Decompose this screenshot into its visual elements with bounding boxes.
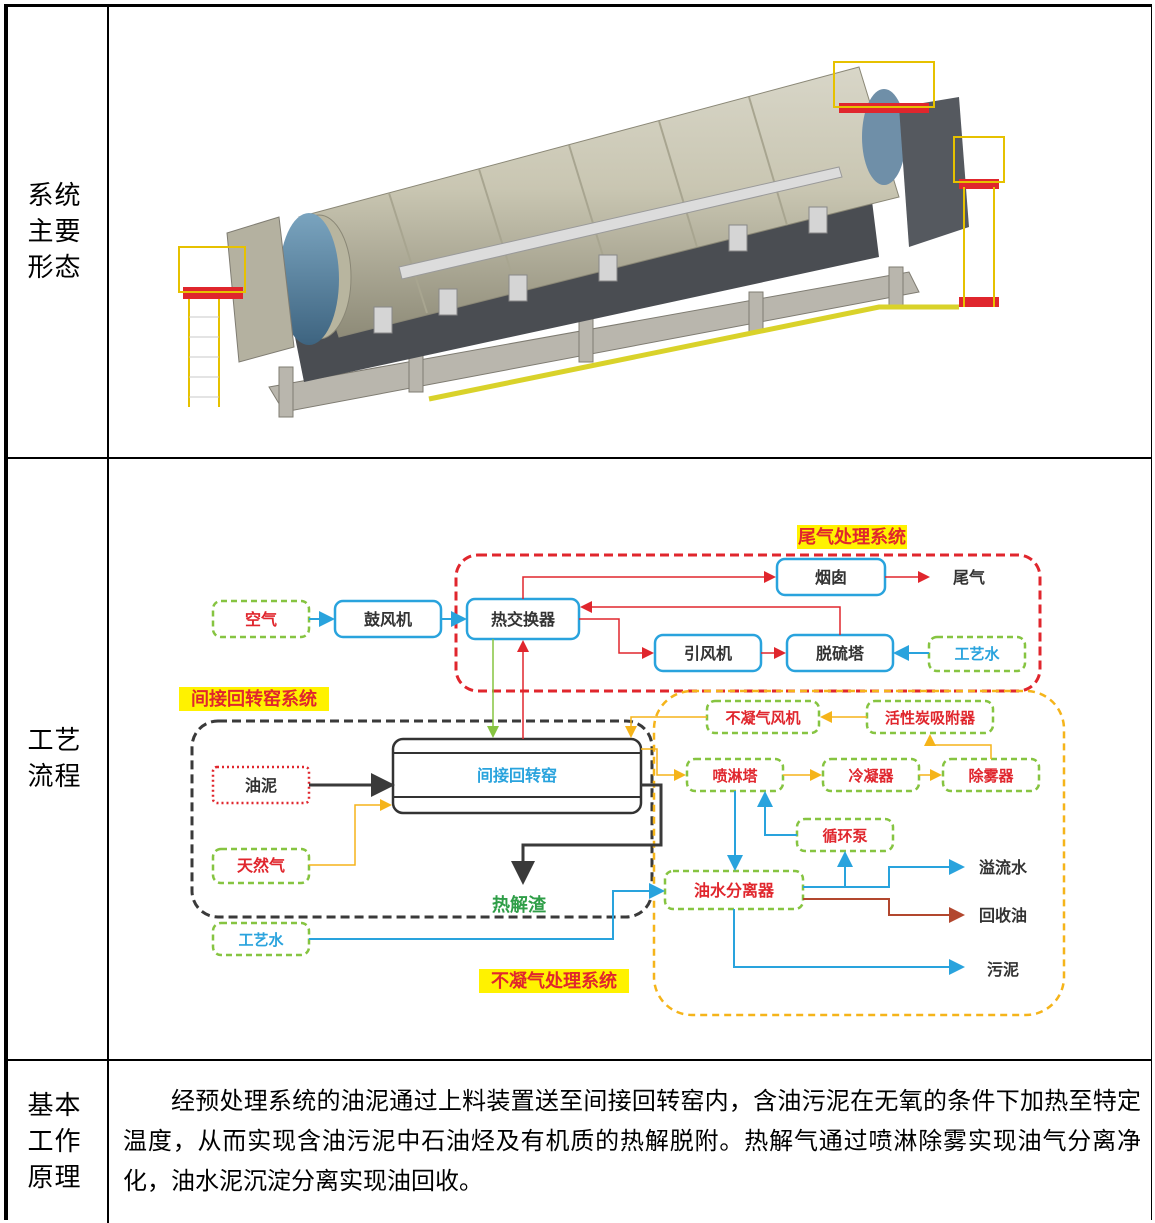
noncondensable-system-title: 不凝气处理系统 — [491, 970, 617, 992]
process-diagram-cell: 尾气处理系统 间接回转窑系统 不凝气处理系统 空气 鼓风机 热交换器 烟囱 尾气… — [109, 459, 1151, 1059]
tail-gas-system-title: 尾气处理系统 — [798, 526, 906, 548]
node-natural-gas: 天然气 — [237, 856, 285, 875]
node-desulfurizer: 脱硫塔 — [816, 644, 865, 663]
yellow-pipe — [428, 304, 959, 402]
principle-text-cell: 经预处理系统的油泥通过上料装置送至间接回转窑内，含油污泥在无氧的条件下加热至特定… — [109, 1061, 1151, 1223]
row-label-process-flow: 工艺 流程 — [27, 726, 82, 792]
gas-pipe — [398, 166, 843, 280]
node-nc-fan: 不凝气风机 — [725, 709, 800, 727]
node-sludge-out: 污泥 — [987, 960, 1019, 979]
node-blower: 鼓风机 — [364, 610, 412, 629]
node-activated-carbon: 活性炭吸附器 — [885, 709, 976, 727]
node-chimney: 烟囱 — [815, 568, 847, 587]
node-tail-gas-out: 尾气 — [953, 568, 985, 587]
left-platform — [178, 246, 246, 407]
equipment-render-cell — [109, 7, 1151, 457]
node-circ-pump: 循环泵 — [822, 827, 867, 845]
kiln-system-boundary — [190, 719, 654, 919]
node-kiln: 间接回转窑 — [477, 766, 557, 785]
principle-paragraph: 经预处理系统的油泥通过上料装置送至间接回转窑内，含油污泥在无氧的条件下加热至特定… — [123, 1087, 1141, 1195]
row-label-system-form: 系统 主要 形态 — [27, 181, 82, 283]
node-induced-fan: 引风机 — [684, 644, 732, 663]
node-heat-exchanger: 热交换器 — [491, 610, 556, 629]
row-working-principle: 基本 工作 原理 经预处理系统的油泥通过上料装置送至间接回转窑内，含油污泥在无氧… — [8, 1061, 1151, 1223]
node-oil-water-separator: 油水分离器 — [694, 881, 775, 900]
node-recovered-oil: 回收油 — [979, 906, 1027, 925]
info-table: 系统 主要 形态 — [4, 4, 1152, 1223]
row-system-form: 系统 主要 形态 — [8, 7, 1151, 459]
node-process-water-bottom: 工艺水 — [238, 931, 284, 949]
node-overflow-water: 溢流水 — [979, 858, 1028, 877]
node-demister: 除雾器 — [968, 767, 1014, 785]
label-cell: 工艺 流程 — [8, 459, 109, 1059]
drive-ring — [279, 213, 339, 345]
right-platform — [833, 61, 1005, 307]
node-process-water-top: 工艺水 — [954, 645, 1000, 663]
node-air: 空气 — [245, 610, 277, 629]
feed-end-housing — [226, 216, 295, 363]
label-cell: 系统 主要 形态 — [8, 7, 109, 457]
node-spray-tower: 喷淋塔 — [712, 767, 758, 785]
kiln-system-title: 间接回转窑系统 — [191, 688, 317, 710]
node-condenser: 冷凝器 — [848, 767, 894, 785]
label-cell: 基本 工作 原理 — [8, 1061, 109, 1223]
row-process-flow: 工艺 流程 尾气处理系统 间接回转窑 — [8, 459, 1151, 1061]
noncondensable-system-boundary — [652, 689, 1066, 1017]
row-label-working-principle: 基本 工作 原理 — [27, 1091, 82, 1193]
process-flow-diagram: 尾气处理系统 间接回转窑系统 不凝气处理系统 空气 鼓风机 热交换器 烟囱 尾气… — [179, 525, 1066, 1017]
rotary-kiln-illustration — [178, 61, 1005, 418]
node-pyrolysis-residue: 热解渣 — [492, 894, 547, 916]
node-sludge-in: 油泥 — [245, 776, 277, 795]
